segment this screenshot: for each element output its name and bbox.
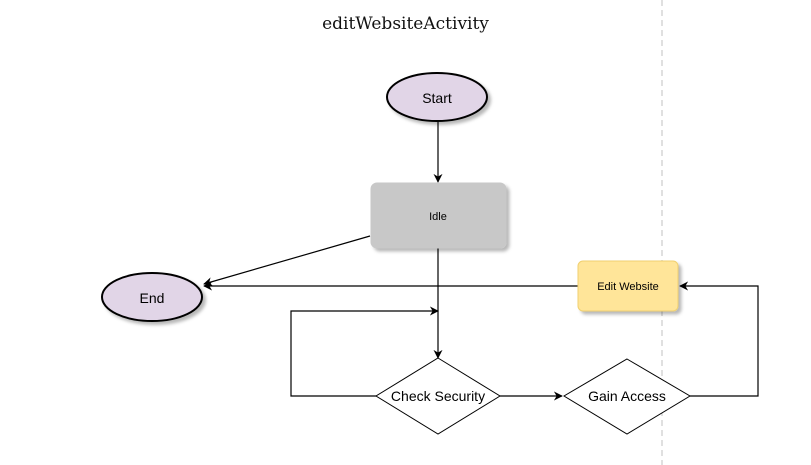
idle-label: Idle [429,211,447,223]
end-node[interactable]: End [101,272,203,322]
idle-node[interactable]: Idle [370,182,507,249]
check-security-label: Check Security [391,388,485,404]
edge-idle-end [203,235,371,287]
check-security-node[interactable]: Check Security [375,357,501,435]
gain-access-node[interactable]: Gain Access [563,358,691,435]
start-node[interactable]: Start [386,72,488,122]
gain-access-label: Gain Access [588,388,666,404]
end-label: End [140,290,165,306]
edit-website-node[interactable]: Edit Website [577,260,679,312]
edge-check-security-loop [290,306,439,397]
start-label: Start [422,90,452,106]
edge-gain-access-edit-website [679,281,759,397]
edit-website-label: Edit Website [597,281,659,293]
diagram-title: editWebsiteActivity [322,14,489,34]
